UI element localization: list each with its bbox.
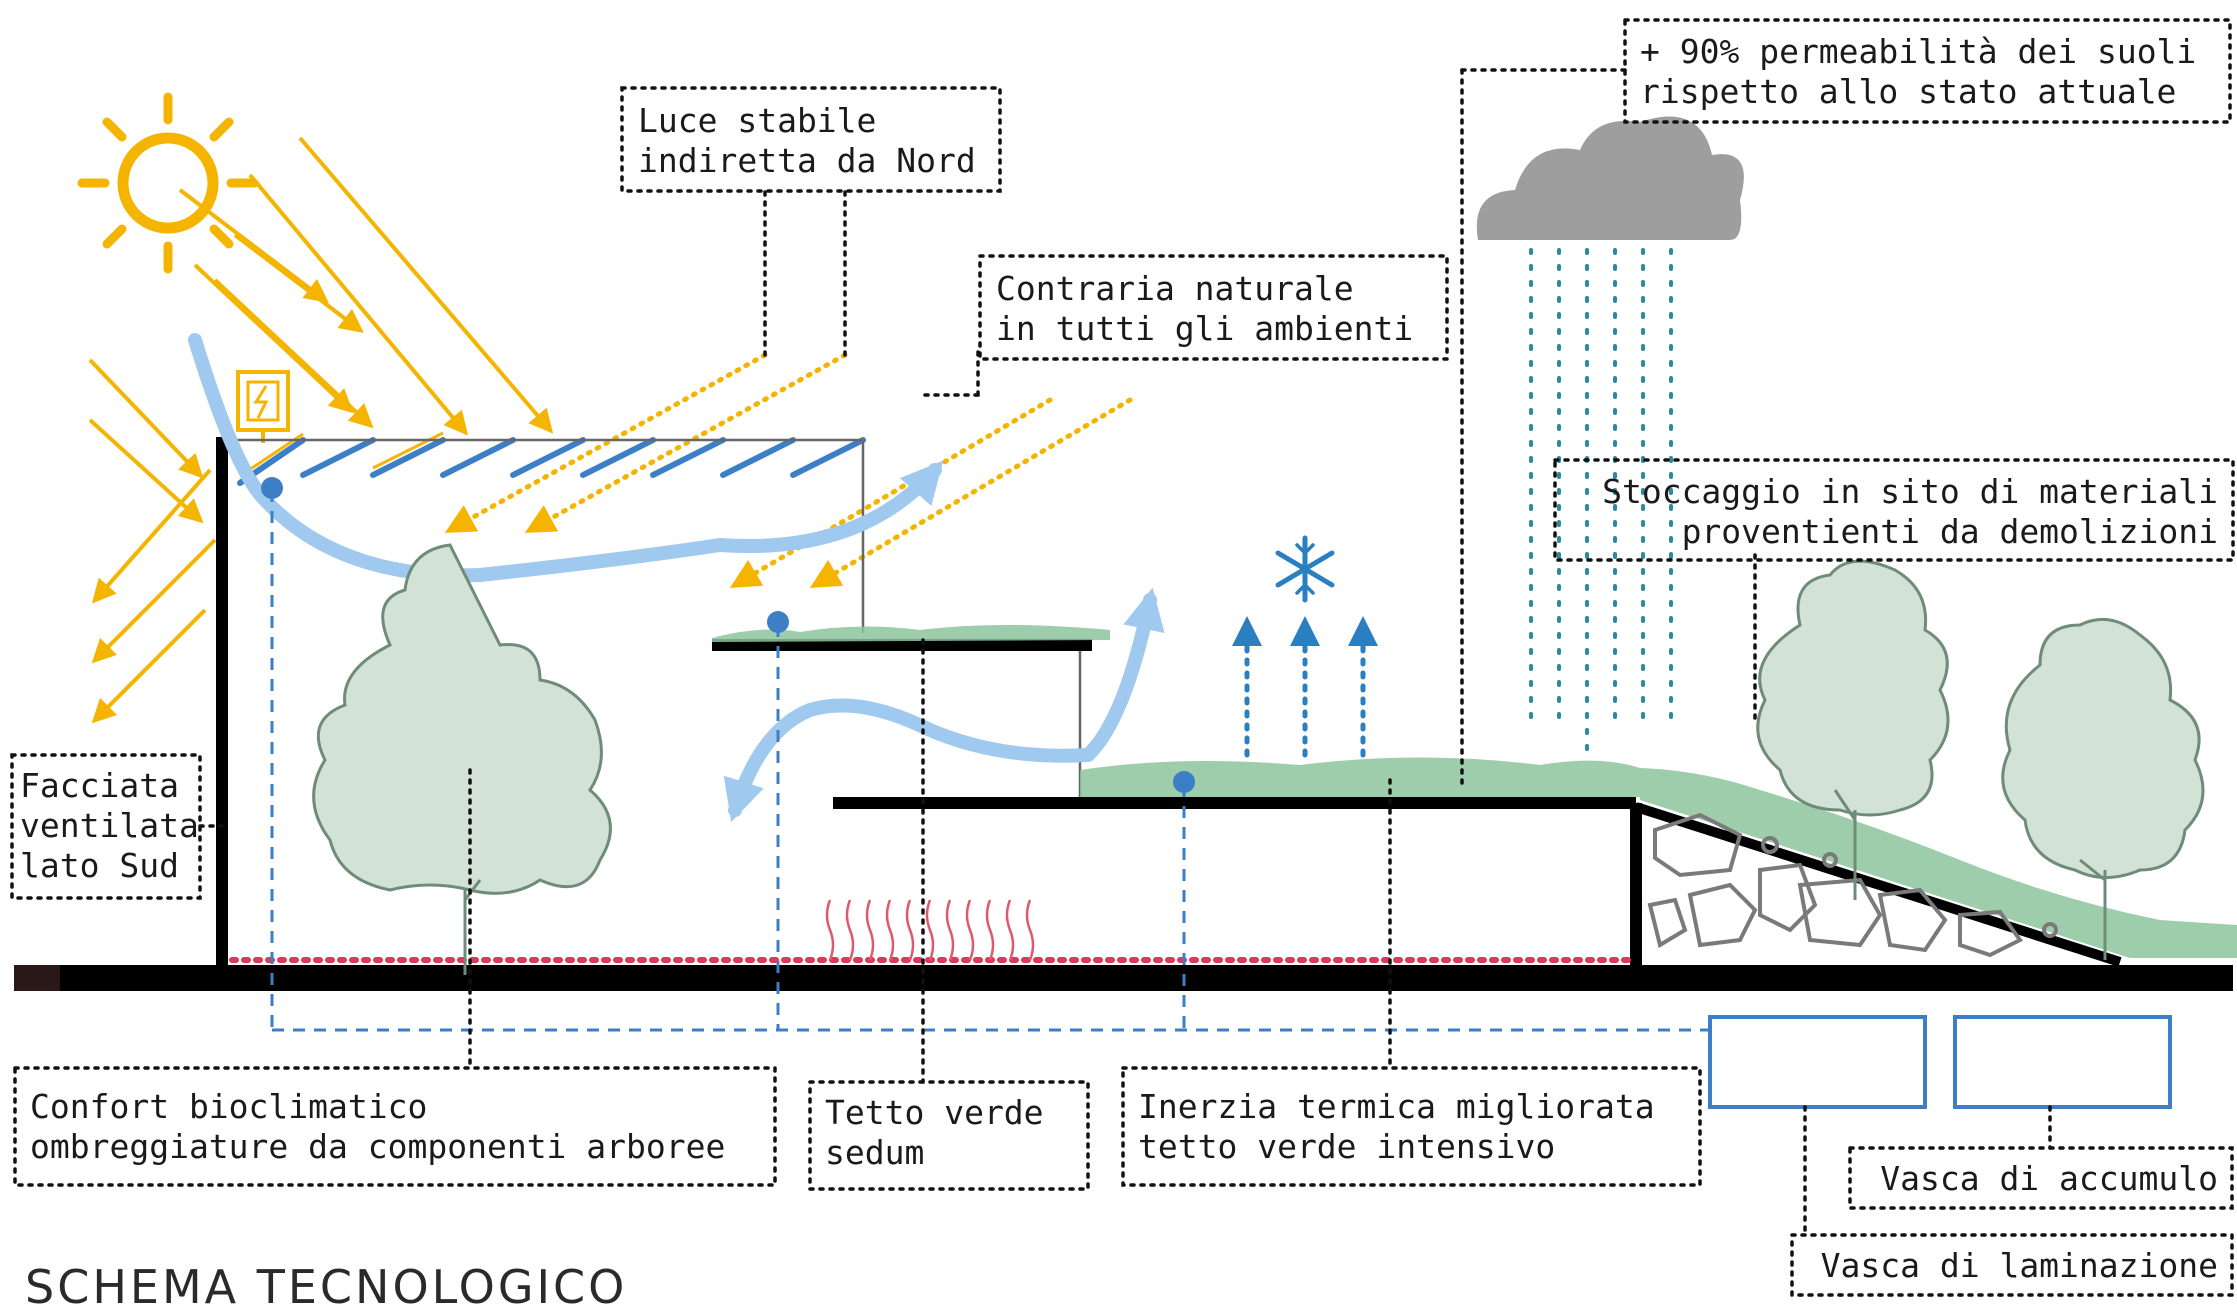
tree-inside <box>312 543 612 975</box>
svg-text:lato Sud: lato Sud <box>20 846 179 885</box>
lamination-tank <box>1708 1015 1927 1109</box>
svg-text:Stoccaggio in sito di material: Stoccaggio in sito di materiali <box>1602 472 2218 511</box>
tree-outside-1 <box>1756 559 1950 900</box>
label-inerzia-termica: Inerzia termica migliorata tetto verde i… <box>1121 1066 1702 1187</box>
demolition-rubble-fill <box>1647 812 2058 958</box>
leader-lines <box>198 68 2052 1237</box>
svg-text:+ 90% permeabilità dei suoli: + 90% permeabilità dei suoli <box>1640 32 2196 71</box>
green-roof-intensive <box>1080 757 2237 958</box>
svg-text:Vasca di accumulo: Vasca di accumulo <box>1880 1159 2218 1198</box>
building-structure <box>14 437 2233 991</box>
rain-drops <box>1529 248 1673 757</box>
accumulation-tank <box>1953 1015 2172 1109</box>
svg-text:in tutti gli ambienti: in tutti gli ambienti <box>996 309 1413 348</box>
solar-radiation-arrows <box>88 136 554 724</box>
svg-text:ombreggiature da componenti ar: ombreggiature da componenti arboree <box>30 1127 725 1166</box>
natural-ventilation-flows <box>188 333 1165 823</box>
svg-text:sedum: sedum <box>825 1133 924 1172</box>
diagram-title: SCHEMA TECNOLOGICO <box>25 1260 627 1314</box>
svg-text:Vasca di laminazione: Vasca di laminazione <box>1821 1246 2218 1285</box>
svg-text:Inerzia termica migliorata: Inerzia termica migliorata <box>1138 1087 1655 1126</box>
tree-outside-2 <box>2001 617 2205 960</box>
sun-icon <box>77 92 259 274</box>
snowflake-icon <box>1275 535 1335 603</box>
water-tanks <box>1708 1015 2172 1109</box>
svg-text:Confort bioclimatico: Confort bioclimatico <box>30 1087 427 1126</box>
heat-waves <box>825 899 1035 961</box>
north-light-arrows <box>444 352 1133 589</box>
label-vasca-accumulo: Vasca di accumulo <box>1848 1146 2234 1210</box>
label-facciata-ventilata: Facciata ventilata lato Sud <box>10 753 202 900</box>
solar-panel-icon <box>236 370 290 443</box>
label-tetto-verde-sedum: Tetto verde sedum <box>808 1080 1090 1191</box>
rainwater-pipes <box>261 477 1710 1032</box>
svg-text:tetto verde intensivo: tetto verde intensivo <box>1138 1127 1555 1166</box>
svg-text:ventilata: ventilata <box>20 806 199 845</box>
label-contraria-naturale: Contraria naturale in tutti gli ambienti <box>978 254 1449 361</box>
label-vasca-laminazione: Vasca di laminazione <box>1790 1233 2234 1297</box>
svg-text:Contraria naturale: Contraria naturale <box>996 269 1354 308</box>
roof-solar-panels <box>237 431 866 486</box>
svg-text:rispetto allo stato attuale: rispetto allo stato attuale <box>1640 72 2176 111</box>
svg-text:Tetto verde: Tetto verde <box>825 1093 1044 1132</box>
svg-text:proventienti da demolizioni: proventienti da demolizioni <box>1682 512 2218 551</box>
green-roof-sedum <box>712 625 1110 642</box>
svg-text:Facciata: Facciata <box>20 766 179 805</box>
svg-text:Luce stabile: Luce stabile <box>638 101 876 140</box>
svg-text:indiretta da Nord: indiretta da Nord <box>638 141 976 180</box>
label-stoccaggio: Stoccaggio in sito di materiali proventi… <box>1553 458 2235 562</box>
label-luce-stabile: Luce stabile indiretta da Nord <box>620 86 1002 193</box>
label-permeabilita: + 90% permeabilità dei suoli rispetto al… <box>1623 18 2232 124</box>
cooling-arrows <box>1232 616 1378 758</box>
label-confort-bioclimatico: Confort bioclimatico ombreggiature da co… <box>13 1066 777 1187</box>
cloud-icon <box>1476 116 1744 240</box>
